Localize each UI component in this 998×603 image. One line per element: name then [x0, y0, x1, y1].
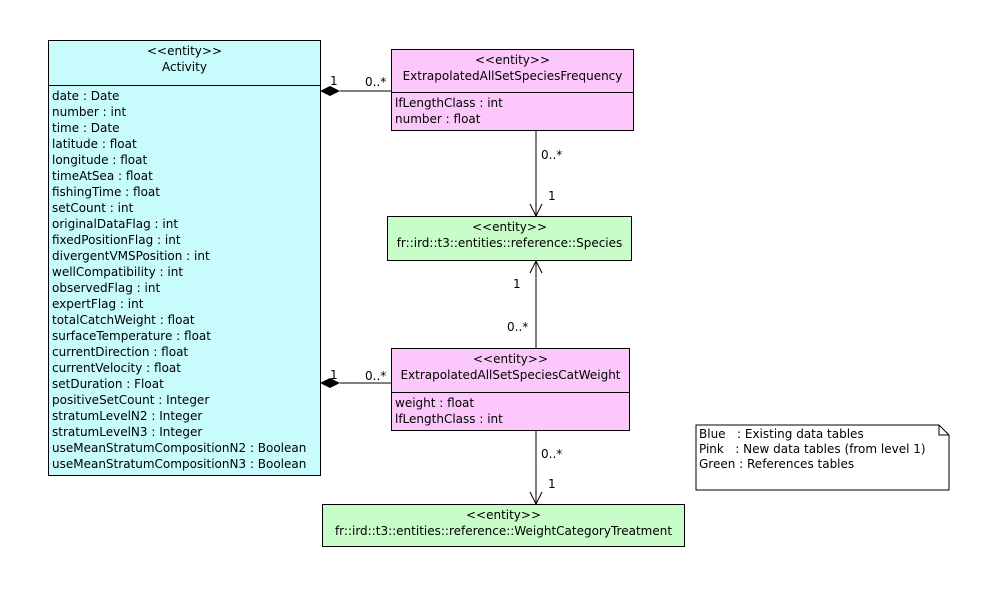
entity-header: <<entity>> fr::ird::t3::entities::refere… — [323, 505, 684, 539]
entity-activity[interactable]: <<entity>> Activity date : Date number :… — [48, 40, 321, 476]
attribute: number : int — [52, 105, 127, 119]
entity-extrapolated-frequency[interactable]: <<entity>> ExtrapolatedAllSetSpeciesFreq… — [391, 49, 634, 131]
attribute: expertFlag : int — [52, 297, 144, 311]
attribute: observedFlag : int — [52, 281, 161, 295]
attribute: totalCatchWeight : float — [52, 313, 195, 327]
attribute: positiveSetCount : Integer — [52, 393, 210, 407]
attribute: useMeanStratumCompositionN3 : Boolean — [52, 457, 307, 471]
stereotype-label: <<entity>> — [474, 53, 551, 67]
attribute: originalDataFlag : int — [52, 217, 179, 231]
attribute: wellCompatibility : int — [52, 265, 184, 279]
legend-line: Green : References tables — [699, 457, 855, 471]
multiplicity-label: 0..* — [541, 447, 563, 461]
multiplicity-label: 1 — [513, 277, 521, 291]
multiplicity-label: 0..* — [507, 320, 529, 334]
attribute-list: weight : float lfLengthClass : int — [392, 392, 629, 429]
attribute-list: lfLengthClass : int number : float — [392, 92, 633, 129]
legend-note: Blue : Existing data tables Pink : New d… — [699, 427, 926, 472]
entity-name: fr::ird::t3::entities::reference::Weight… — [334, 524, 673, 538]
composition-diamond-icon — [320, 378, 340, 388]
entity-header: <<entity>> fr::ird::t3::entities::refere… — [388, 217, 631, 251]
entity-name: fr::ird::t3::entities::reference::Specie… — [396, 236, 623, 250]
attribute: currentDirection : float — [52, 345, 189, 359]
attribute: date : Date — [52, 89, 120, 103]
multiplicity-label: 1 — [330, 368, 338, 382]
note-fold-icon — [938, 425, 949, 436]
multiplicity-label: 1 — [330, 74, 338, 88]
attribute: stratumLevelN2 : Integer — [52, 409, 203, 423]
legend-line: Pink : New data tables (from level 1) — [699, 442, 926, 456]
entity-species[interactable]: <<entity>> fr::ird::t3::entities::refere… — [387, 216, 632, 261]
attribute: weight : float — [395, 396, 475, 410]
attribute: setDuration : Float — [52, 377, 164, 391]
attribute: lfLengthClass : int — [395, 96, 503, 110]
attribute: currentVelocity : float — [52, 361, 181, 375]
attribute: longitude : float — [52, 153, 148, 167]
attribute: fishingTime : float — [52, 185, 160, 199]
stereotype-label: <<entity>> — [465, 508, 542, 522]
entity-name: ExtrapolatedAllSetSpeciesCatWeight — [400, 368, 621, 382]
attribute: setCount : int — [52, 201, 134, 215]
entity-header: <<entity>> Activity — [49, 41, 320, 85]
legend-line: Blue : Existing data tables — [699, 427, 864, 441]
entity-name: Activity — [162, 60, 207, 74]
attribute: fixedPositionFlag : int — [52, 233, 181, 247]
attribute: useMeanStratumCompositionN2 : Boolean — [52, 441, 307, 455]
multiplicity-label: 0..* — [365, 75, 387, 89]
stereotype-label: <<entity>> — [146, 44, 223, 58]
entity-name: ExtrapolatedAllSetSpeciesFrequency — [402, 69, 623, 83]
attribute-list: date : Date number : int time : Date lat… — [49, 85, 320, 474]
attribute: timeAtSea : float — [52, 169, 153, 183]
arrowhead-icon — [529, 259, 543, 274]
composition-diamond-icon — [320, 86, 340, 96]
multiplicity-label: 0..* — [365, 369, 387, 383]
multiplicity-label: 1 — [548, 189, 556, 203]
entity-extrapolated-catweight[interactable]: <<entity>> ExtrapolatedAllSetSpeciesCatW… — [391, 348, 630, 431]
attribute: divergentVMSPosition : int — [52, 249, 210, 263]
entity-weight-category-treatment[interactable]: <<entity>> fr::ird::t3::entities::refere… — [322, 504, 685, 547]
attribute: number : float — [395, 112, 481, 126]
attribute: surfaceTemperature : float — [52, 329, 211, 343]
attribute: latitude : float — [52, 137, 137, 151]
legend-note-shape — [695, 424, 950, 491]
attribute: lfLengthClass : int — [395, 412, 503, 426]
multiplicity-label: 0..* — [541, 148, 563, 162]
attribute: stratumLevelN3 : Integer — [52, 425, 203, 439]
multiplicity-label: 1 — [548, 477, 556, 491]
stereotype-label: <<entity>> — [472, 352, 549, 366]
entity-header: <<entity>> ExtrapolatedAllSetSpeciesFreq… — [392, 50, 633, 92]
attribute: time : Date — [52, 121, 120, 135]
stereotype-label: <<entity>> — [471, 220, 548, 234]
entity-header: <<entity>> ExtrapolatedAllSetSpeciesCatW… — [392, 349, 629, 392]
